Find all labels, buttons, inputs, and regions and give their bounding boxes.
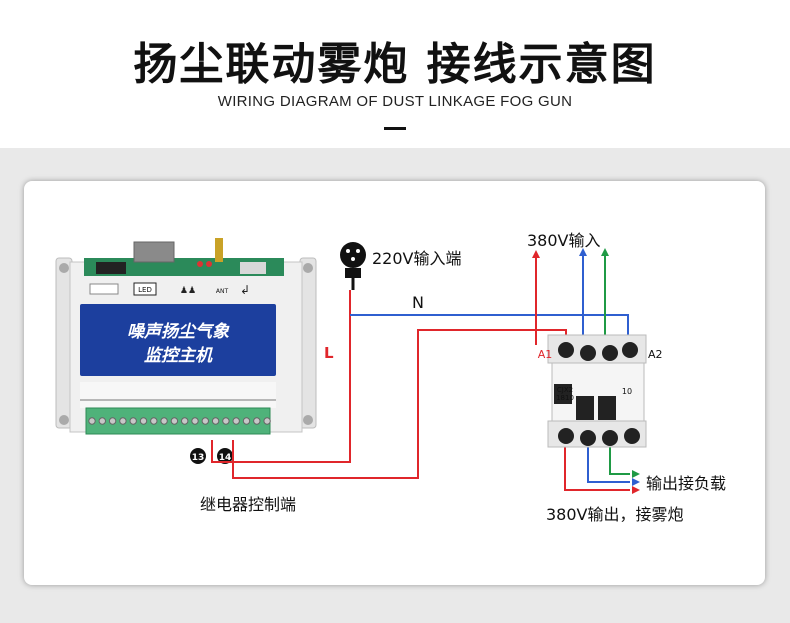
terminal-screw: [263, 417, 271, 425]
plug-pin: [356, 249, 360, 253]
terminal-screw: [98, 417, 107, 425]
contactor-slot: [554, 384, 572, 404]
terminal-screw: [558, 342, 574, 358]
controller-panel: [80, 304, 276, 376]
terminal-screw: [211, 417, 220, 425]
label-380v-input: 380V输入: [527, 231, 601, 250]
person-icon: ♟♟: [180, 286, 196, 296]
power-plug: [340, 242, 366, 290]
arrow-up-icon: [579, 248, 587, 256]
arrow-right-icon: [632, 486, 640, 494]
plug-pin: [351, 257, 355, 261]
controller-unit: LED ♟♟ ANT ↲ 噪声扬尘气象 监控主机 13 14: [55, 238, 317, 464]
output-wire-l2: [587, 447, 630, 483]
terminal-screw: [119, 417, 127, 425]
panel-text-line2: 监控主机: [144, 346, 213, 366]
label-output-load: 输出接负载: [646, 474, 726, 493]
terminal-screw: [150, 417, 158, 425]
plug-icon: [340, 242, 366, 268]
top-connector: [96, 262, 126, 274]
terminal-screw: [191, 417, 199, 425]
arrow-right-icon: [632, 470, 640, 478]
serial-connector: [133, 241, 175, 263]
terminal-screw: [580, 430, 596, 446]
indicator-led: [206, 261, 212, 267]
sim-slot: [240, 262, 266, 274]
terminal-screw: [580, 345, 596, 361]
terminal-screw: [170, 417, 179, 425]
relay-control-wire: [232, 329, 567, 479]
terminal-screw: [129, 417, 137, 425]
panel-text-line1: 噪声扬尘气象: [127, 322, 230, 342]
arrow-up-icon: [532, 250, 540, 258]
page-subtitle: WIRING DIAGRAM OF DUST LINKAGE FOG GUN: [217, 93, 573, 110]
output-wire-l3: [609, 447, 630, 475]
mount-hole: [303, 415, 313, 425]
a1-label: A1: [538, 348, 553, 361]
terminal-screw: [88, 417, 96, 425]
terminal-14-label: 14: [219, 453, 232, 463]
terminal-screw: [160, 417, 168, 425]
terminal-label-strip: [80, 382, 276, 408]
a2-label: A2: [648, 348, 663, 361]
header: 扬尘联动雾炮 接线示意图 WIRING DIAGRAM OF DUST LINK…: [0, 0, 790, 148]
mount-hole: [59, 263, 69, 273]
model-code: 1810: [556, 394, 574, 402]
terminal-screw: [558, 428, 574, 444]
label-neutral: N: [412, 293, 424, 312]
terminal-screw: [232, 417, 240, 425]
terminal-screws: [88, 417, 271, 425]
label-380v-output: 380V输出，接雾炮: [546, 505, 684, 524]
arrow-right-icon: [632, 478, 640, 486]
label-live: L: [324, 344, 334, 362]
page-title: 扬尘联动雾炮 接线示意图: [133, 39, 657, 90]
terminal-screw: [242, 417, 251, 425]
terminal-screw: [201, 417, 210, 425]
indicator-led: [197, 261, 203, 267]
terminal-screw: [602, 430, 618, 446]
reset-icon: ↲: [240, 283, 250, 297]
model-label: CJX2: [557, 386, 573, 394]
contactor-slot: [598, 396, 616, 420]
terminal-13-label: 13: [192, 453, 205, 463]
terminal-screw: [222, 417, 230, 425]
label-220v-input: 220V输入端: [372, 249, 462, 268]
terminal-screw: [181, 417, 189, 425]
led-label: LED: [138, 286, 152, 294]
terminal-screw: [139, 417, 148, 425]
arrow-up-icon: [601, 248, 609, 256]
terminal-14-badge: [217, 448, 233, 464]
label-relay-control: 继电器控制端: [200, 495, 296, 514]
live-wire: [211, 290, 351, 463]
plug-pin: [346, 249, 350, 253]
terminal-screw: [108, 417, 117, 425]
ant-label: ANT: [216, 288, 229, 295]
plug-body: [345, 268, 361, 278]
led-window: [133, 282, 157, 296]
terminal-screw: [622, 342, 638, 358]
mount-hole: [303, 263, 313, 273]
terminal-screw: [624, 428, 640, 444]
output-wire-l1: [564, 447, 630, 491]
antenna-icon: [215, 238, 223, 262]
contactor-slot: [576, 396, 594, 420]
contactor-number: 10: [622, 387, 632, 396]
terminal-13-badge: [190, 448, 206, 464]
mount-hole: [59, 415, 69, 425]
title-divider: [384, 127, 406, 130]
terminal-screw: [602, 345, 618, 361]
terminal-screw: [253, 417, 261, 425]
contactor: CJX2 1810 10 A1 A2: [538, 334, 663, 448]
power-indicator: [89, 283, 119, 295]
